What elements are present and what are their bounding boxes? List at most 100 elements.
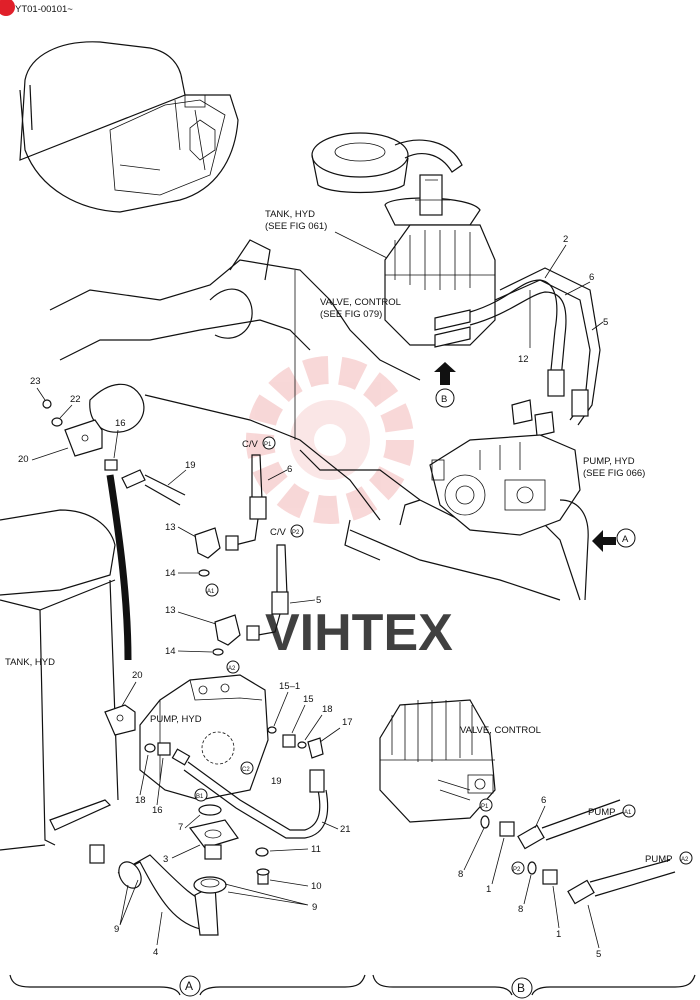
label-tank-hyd-upper: TANK, HYD: [265, 209, 315, 220]
callout-7: 7: [178, 822, 183, 833]
hose-6-pump-a1: [517, 799, 625, 850]
port-marker-p1-lower: [479, 798, 493, 812]
hose-19-upper: [121, 469, 186, 506]
o-ring-8-upper: [480, 815, 490, 829]
svg-text:A1: A1: [207, 589, 215, 595]
control-valve-lower: [379, 699, 496, 823]
hydraulic-tank-lower: [0, 509, 119, 864]
port-marker-p2-lower: [511, 861, 525, 875]
control-valve-upper: [384, 174, 496, 348]
port-marker-a2: [226, 660, 240, 674]
view-bracket-a: A: [9, 974, 366, 997]
callout-14-lower: 14: [165, 646, 176, 657]
fitting-1-lower: [542, 869, 558, 885]
fitting-15: [282, 734, 296, 748]
o-ring-18-right: [297, 741, 307, 749]
label-pump-a2: PUMP: [645, 854, 672, 865]
o-ring-14-lower: [212, 648, 224, 656]
o-ring-8-lower: [527, 861, 537, 875]
fitting-16-lower: [157, 742, 171, 756]
callout-2: 2: [563, 234, 568, 245]
port-marker-c2: [240, 761, 254, 775]
bolt-10: [256, 868, 270, 885]
elbow-17: [307, 737, 324, 759]
svg-text:B: B: [441, 394, 447, 405]
washer-11: [255, 847, 269, 857]
label-valve-control-lower: VALVE, CONTROL: [460, 725, 541, 736]
callout-4: 4: [153, 947, 158, 958]
port-marker-pump-a1: [622, 804, 636, 818]
callout-18-left: 18: [135, 795, 146, 806]
svg-text:B1: B1: [196, 794, 204, 800]
label-cv-p1: C/V: [242, 439, 259, 450]
port-marker-pump-a2: [679, 851, 693, 865]
callout-18-right: 18: [322, 704, 333, 715]
watermark-gear-icon: [246, 356, 414, 524]
callout-17: 17: [342, 717, 353, 728]
callout-10: 10: [311, 881, 322, 892]
callout-1-lower: 1: [556, 929, 561, 940]
svg-text:A: A: [622, 534, 629, 545]
callout-19-upper: 19: [185, 460, 196, 471]
port-marker-a1: [205, 583, 219, 597]
hose-5-pump-a2: [567, 859, 676, 905]
frame-edge-bar: [106, 474, 132, 661]
elbow-13-upper: [194, 527, 221, 559]
o-ring-15-1: [267, 726, 277, 734]
label-valve-control-upper: VALVE, CONTROL: [320, 297, 401, 308]
hose-5-cv-p2: [246, 544, 289, 641]
callout-6-lower: 6: [541, 795, 546, 806]
port-marker-b1: [194, 788, 208, 802]
upper-pressure-hoses: [469, 267, 601, 437]
callout-21: 21: [340, 824, 351, 835]
label-cv-p2: C/V: [270, 527, 287, 538]
callout-20-upper: 20: [18, 454, 29, 465]
callout-9-left: 9: [114, 924, 119, 935]
callout-15: 15: [303, 694, 314, 705]
callout-13-lower: 13: [165, 605, 176, 616]
elbow-13-lower: [214, 614, 241, 646]
o-ring-18-left: [144, 743, 156, 753]
label-pump-hyd-upper: PUMP, HYD: [583, 456, 635, 467]
o-ring-14-upper: [198, 569, 210, 577]
hydraulic-tank-upper: [311, 132, 481, 226]
view-arrow-a: A: [592, 528, 636, 552]
label-pump-hyd-lower: PUMP, HYD: [150, 714, 202, 725]
callout-19-lower: 19: [271, 776, 282, 787]
svg-text:B: B: [517, 981, 525, 995]
hose-6-cv-p1: [225, 454, 267, 551]
o-ring-7: [198, 804, 222, 816]
hydraulic-pump-lower: [139, 674, 269, 801]
callout-8-lower: 8: [518, 904, 523, 915]
callout-5-lower: 5: [596, 949, 601, 960]
flange-3: [188, 819, 239, 860]
reference-code: YT01-00101~: [15, 4, 73, 15]
machine-overview-illustration: [19, 41, 239, 213]
callout-20-lower: 20: [132, 670, 143, 681]
label-pump-hyd-upper-ref: (SEE FIG 066): [583, 468, 645, 479]
svg-text:P2: P2: [292, 530, 300, 536]
svg-text:A2: A2: [228, 666, 236, 672]
callout-16-upper: 16: [115, 418, 126, 429]
mounting-bracket-upper: [42, 399, 103, 457]
svg-text:P2: P2: [513, 867, 521, 873]
svg-text:A2: A2: [681, 857, 689, 863]
mounting-bracket-lower: [104, 704, 136, 736]
boom-frame-outline: [49, 239, 581, 601]
callout-23: 23: [30, 376, 41, 387]
callout-13-upper: 13: [165, 522, 176, 533]
label-valve-control-upper-ref: (SEE FIG 079): [320, 309, 382, 320]
hose-19-21-lower: [171, 748, 329, 839]
callout-22: 22: [70, 394, 81, 405]
callout-8-upper: 8: [458, 869, 463, 880]
svg-text:A1: A1: [624, 810, 632, 816]
callout-9-right: 9: [312, 902, 317, 913]
svg-text:P1: P1: [264, 442, 272, 448]
label-tank-hyd-lower: TANK, HYD: [5, 657, 55, 668]
view-bracket-b: B: [372, 974, 696, 999]
label-pump-a1: PUMP: [588, 807, 615, 818]
svg-text:A: A: [185, 979, 193, 993]
svg-text:C2: C2: [242, 767, 250, 773]
